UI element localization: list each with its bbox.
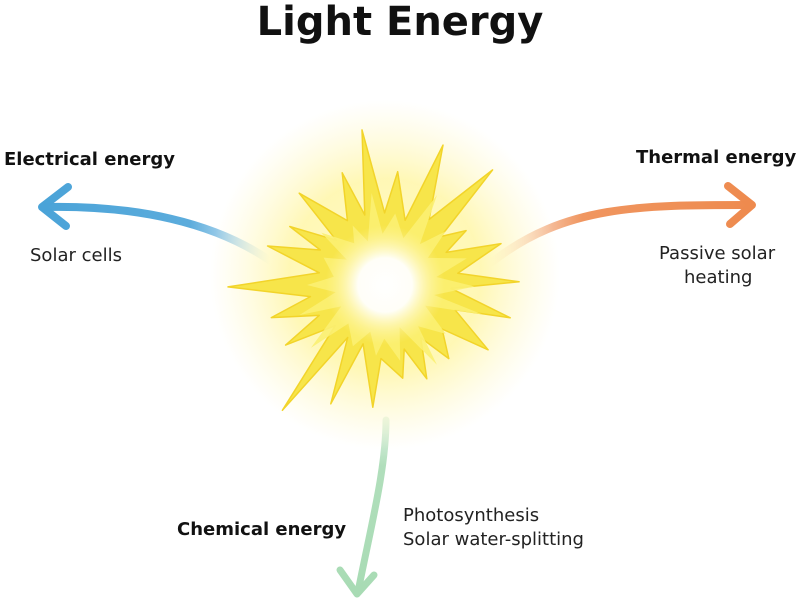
electrical-energy-example: Solar cells	[30, 245, 122, 266]
thermal-energy-example-line-1: Passive solar	[659, 243, 776, 264]
page-title: Light Energy	[256, 0, 544, 45]
chemical-energy-heading: Chemical energy	[177, 519, 347, 540]
electrical-energy-heading: Electrical energy	[4, 149, 175, 170]
thermal-energy-example-line-2: heating	[684, 267, 753, 288]
sun-burst-icon	[210, 100, 560, 450]
thermal-energy-heading: Thermal energy	[636, 147, 797, 168]
chemical-energy-example-line-1: Photosynthesis	[403, 505, 540, 526]
chemical-energy-example-line-2: Solar water-splitting	[403, 529, 584, 550]
